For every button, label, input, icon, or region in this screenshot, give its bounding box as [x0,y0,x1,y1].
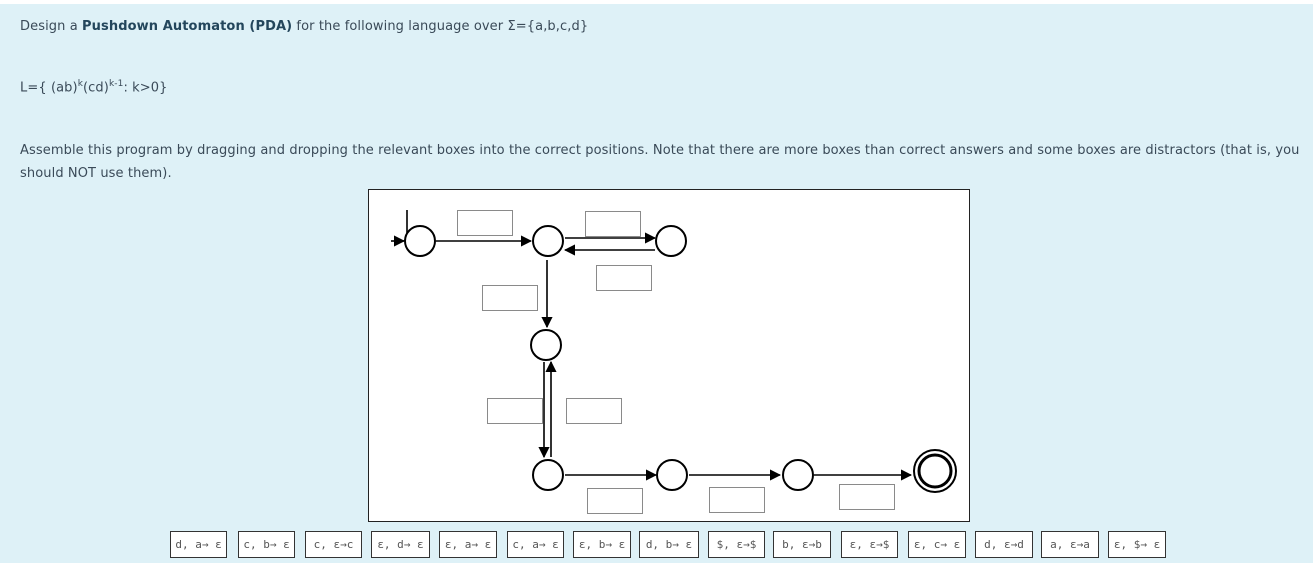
choice-box[interactable]: c, ε→c [305,531,362,558]
choice-box[interactable]: b, ε→b [773,531,831,558]
drop-zone-q4-q3[interactable] [566,398,622,424]
drop-zone-q1-q2[interactable] [585,211,641,237]
choice-box[interactable]: d, a→ ε [170,531,227,558]
intro-bold: Pushdown Automaton (PDA) [82,19,293,34]
intro-suffix: for the following language over Σ={a,b,c… [292,19,589,34]
state-q5 [656,459,688,491]
lang-sup-k: k [77,79,84,89]
pda-diagram-canvas [368,189,970,522]
choice-box[interactable]: ε, $→ ε [1108,531,1166,558]
lang-sup-k-minus-1: k-1 [108,79,124,89]
state-q4 [532,459,564,491]
lang-suffix: : k>0} [123,80,168,96]
choice-box[interactable]: c, b→ ε [238,531,295,558]
drop-zone-q2-q1[interactable] [596,265,652,291]
state-q2 [655,225,687,257]
question-panel: Design a Pushdown Automaton (PDA) for th… [0,4,1313,563]
intro-prefix: Design a [20,19,83,34]
lang-mid: (cd) [83,80,109,96]
choice-box[interactable]: $, ε→$ [708,531,765,558]
state-q6 [782,459,814,491]
choice-box[interactable]: ε, a→ ε [439,531,497,558]
drop-zone-q0-q1[interactable] [457,210,513,236]
instructions: Assemble this program by dragging and dr… [20,143,1300,181]
choice-box[interactable]: ε, d→ ε [371,531,430,558]
drop-zone-q5-q6[interactable] [709,487,765,513]
drop-zone-q1-q3[interactable] [482,285,538,311]
choice-box[interactable]: ε, b→ ε [573,531,631,558]
choice-box[interactable]: c, a→ ε [507,531,564,558]
drop-zone-q4-q5[interactable] [587,488,643,514]
state-q3 [530,329,562,361]
state-q1 [532,225,564,257]
language-definition: L={ (ab)k(cd)k-1: k>0} [20,79,168,95]
choice-box[interactable]: d, ε→d [975,531,1033,558]
choice-box[interactable]: a, ε→a [1041,531,1099,558]
state-q0 [404,225,436,257]
pda-diagram [391,210,957,493]
drop-zone-q6-q7[interactable] [839,484,895,510]
drop-zone-q3-q4[interactable] [487,398,543,424]
choice-box[interactable]: d, b→ ε [639,531,699,558]
choice-box[interactable]: ε, ε→$ [841,531,898,558]
question-intro: Design a Pushdown Automaton (PDA) for th… [20,19,588,34]
choice-box[interactable]: ε, c→ ε [908,531,966,558]
state-q7-accept-inner [917,453,953,489]
lang-prefix: L={ (ab) [20,80,78,96]
